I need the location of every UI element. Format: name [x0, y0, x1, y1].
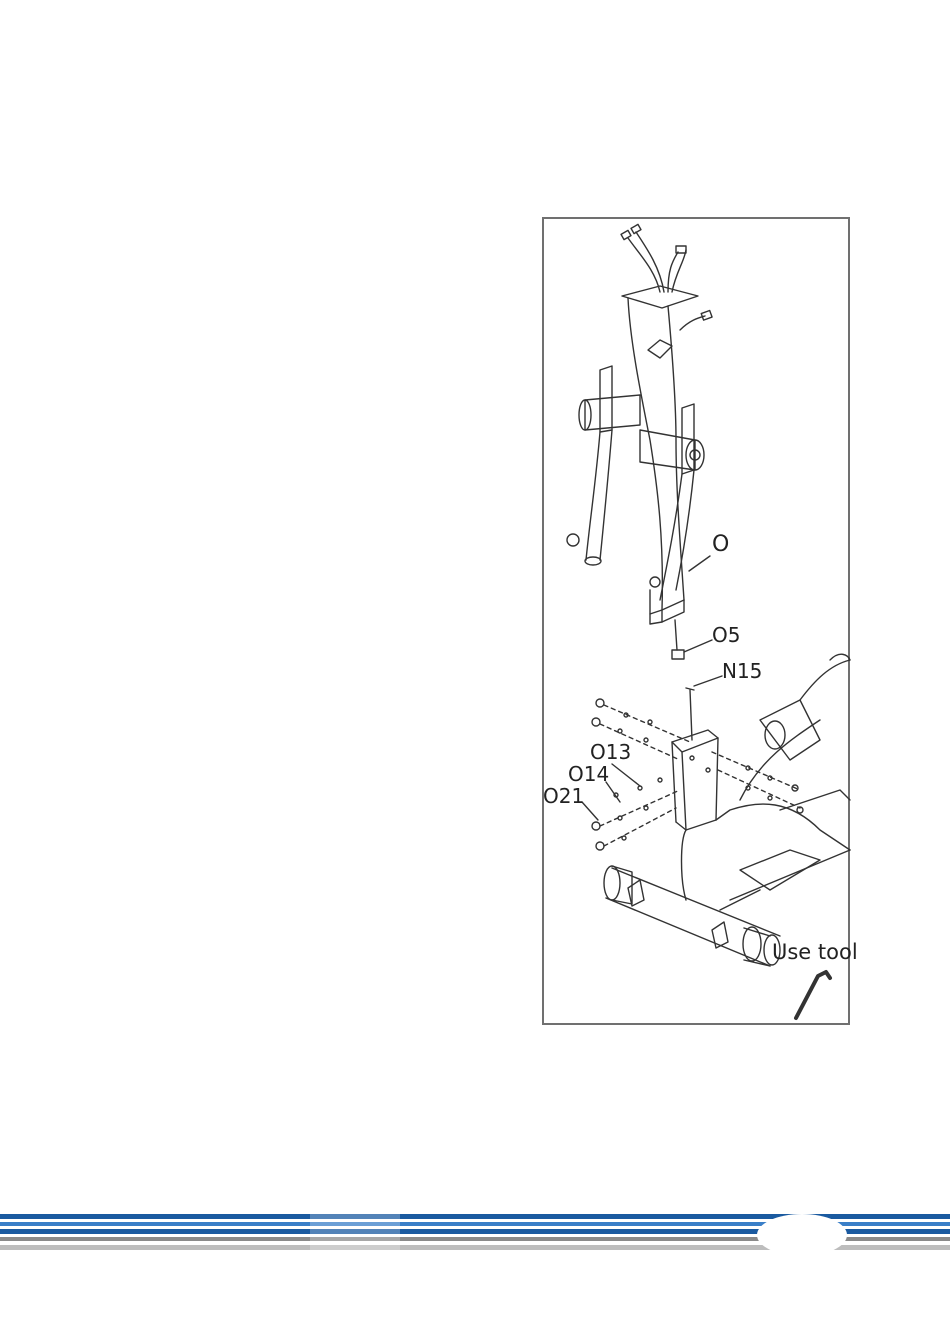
page-number-badge [757, 1214, 847, 1256]
label-o14: O14 [568, 764, 609, 784]
label-o21: O21 [543, 786, 584, 806]
label-use-tool: Use tool [772, 942, 858, 963]
label-o5: O5 [712, 625, 740, 645]
label-o13: O13 [590, 742, 631, 762]
console-wires [621, 224, 712, 330]
label-o: O [712, 534, 729, 556]
label-n15: N15 [722, 661, 762, 681]
upright-frame-o [567, 286, 712, 659]
